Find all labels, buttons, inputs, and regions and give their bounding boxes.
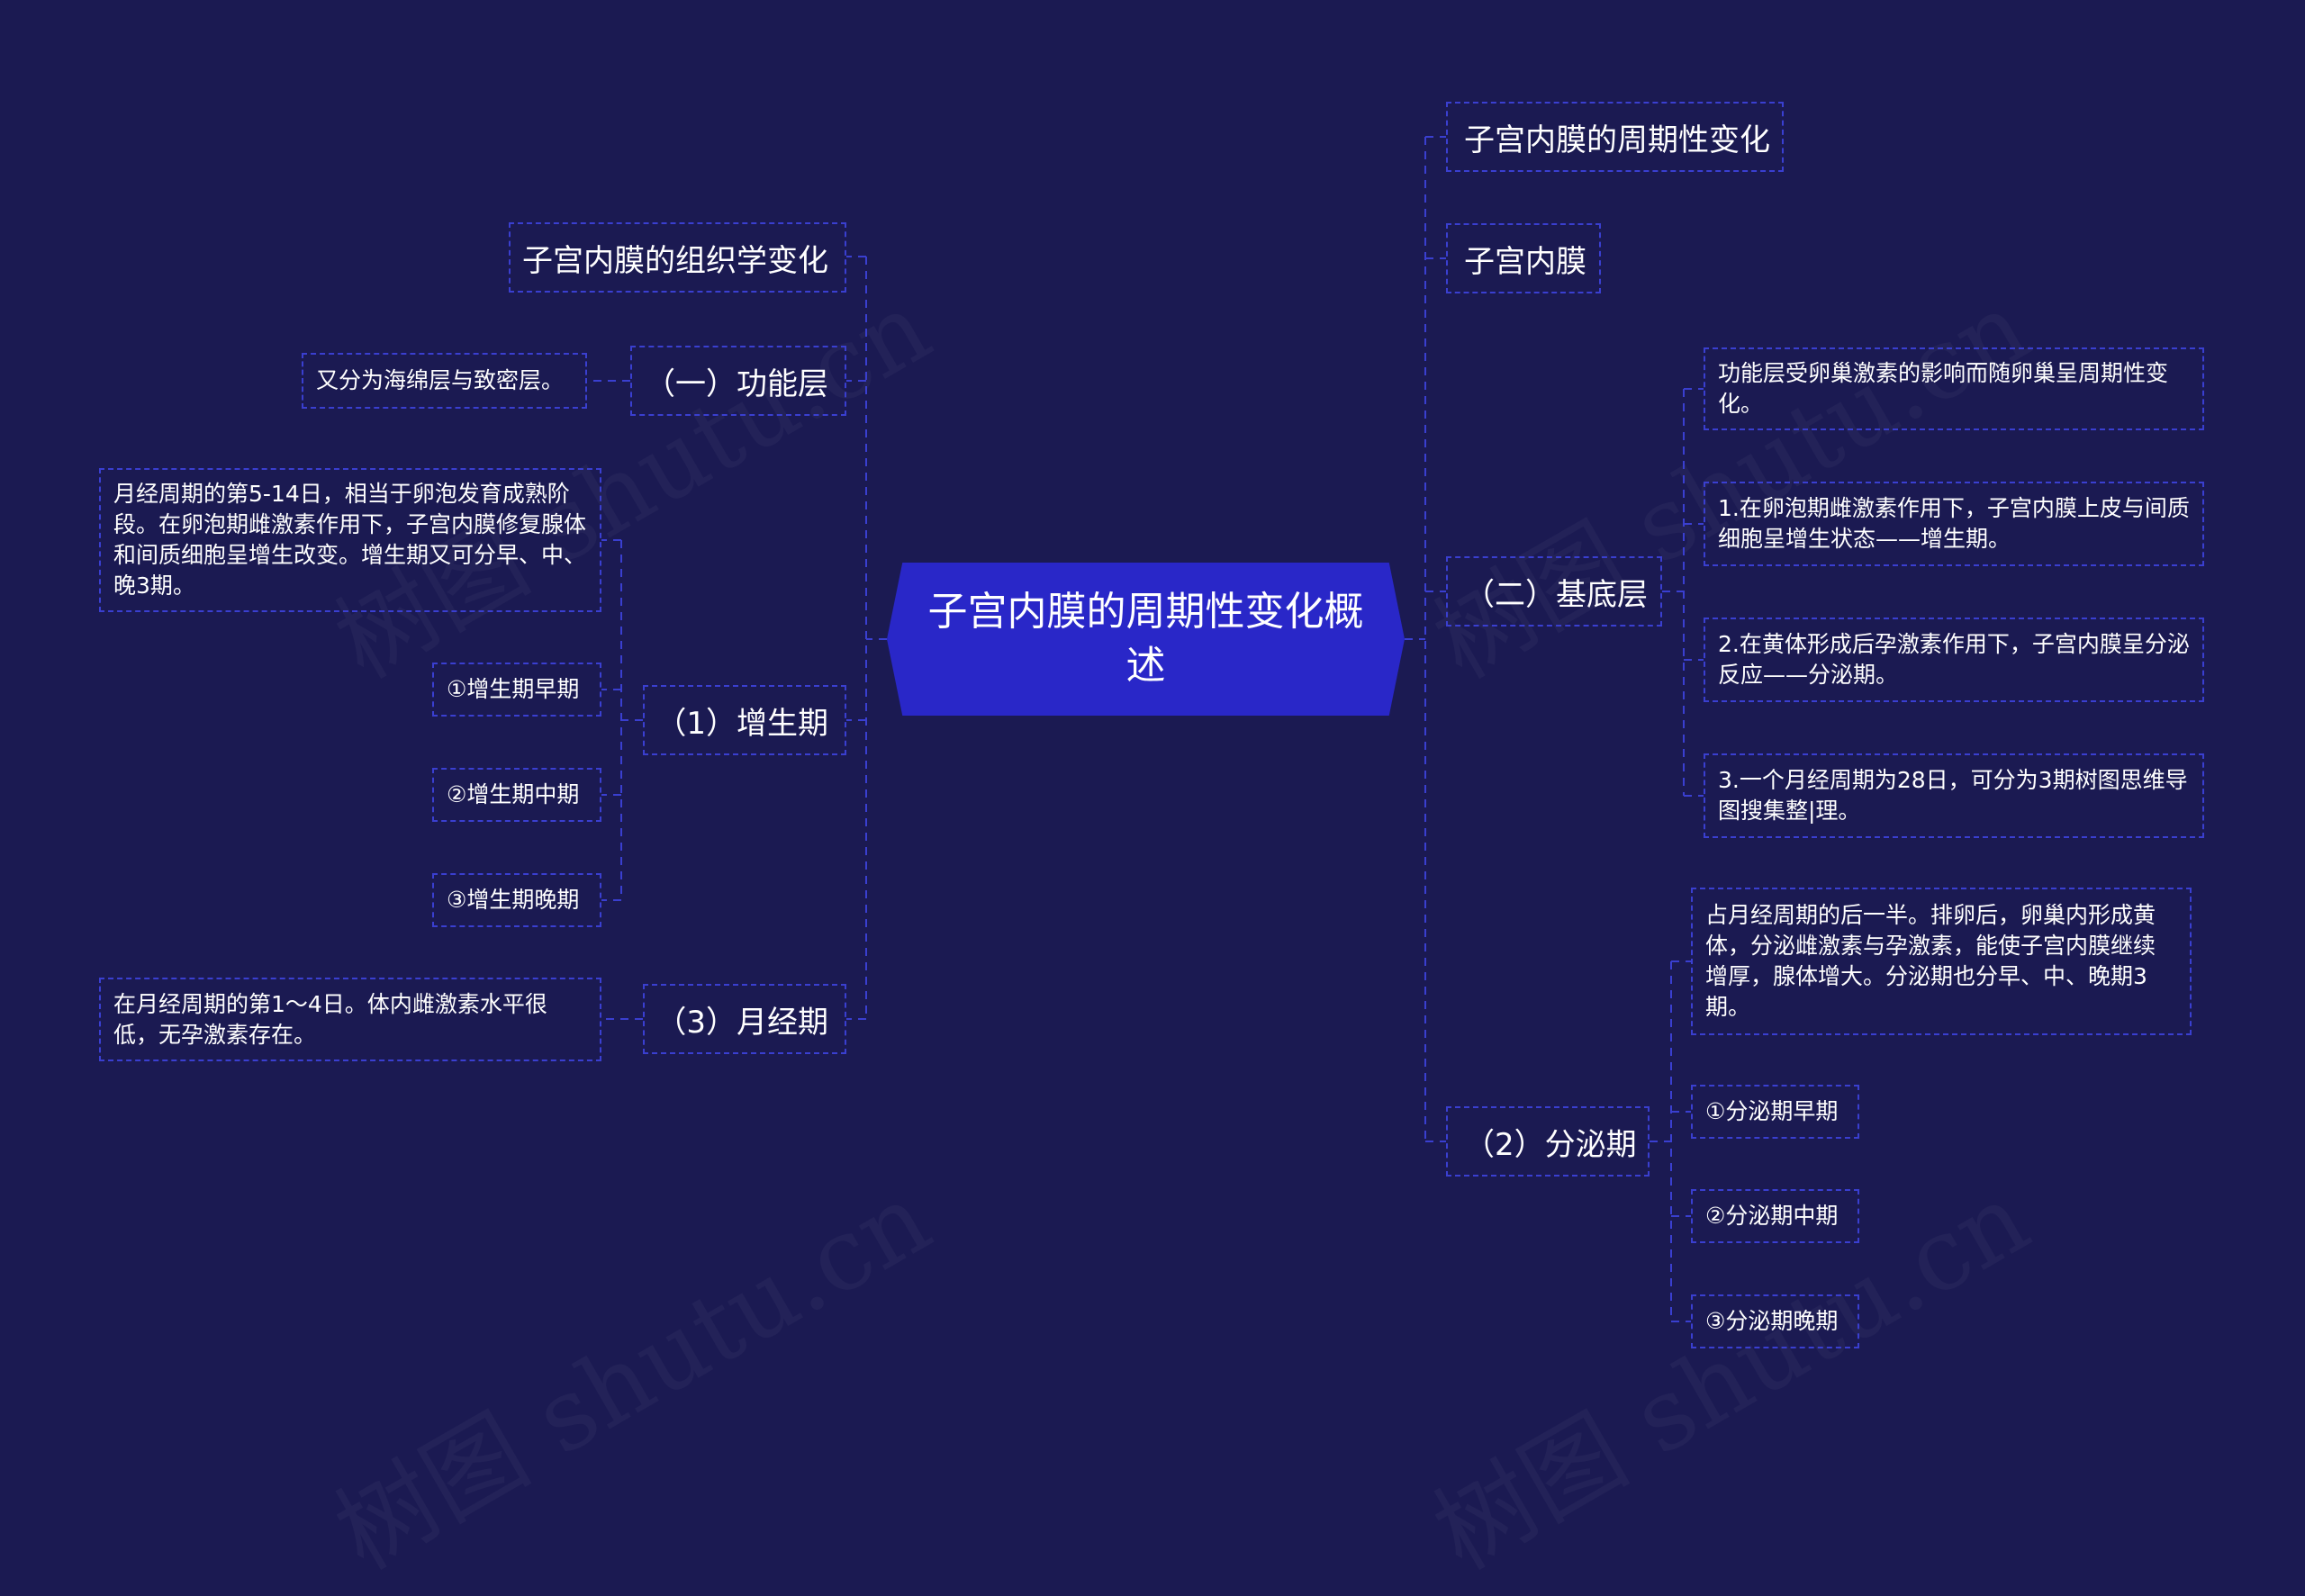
secretory-stage-early[interactable]: ①分泌期早期 [1691,1085,1859,1139]
functional-layer-note[interactable]: 又分为海绵层与致密层。 [302,353,587,409]
proliferative-stage-late[interactable]: ③增生期晚期 [432,873,601,927]
basal-layer-item[interactable]: 1.在卵泡期雌激素作用下，子宫内膜上皮与间质细胞呈增生状态——增生期。 [1704,482,2204,566]
basal-layer-item[interactable]: 2.在黄体形成后孕激素作用下，子宫内膜呈分泌反应——分泌期。 [1704,618,2204,702]
watermark: 树图 shutu.cn [305,1141,951,1596]
topic-endometrium[interactable]: 子宫内膜 [1446,223,1601,293]
topic-menstrual-phase[interactable]: （3）月经期 [643,984,846,1054]
proliferative-description[interactable]: 月经周期的第5-14日，相当于卵泡发育成熟阶段。在卵泡期雌激素作用下，子宫内膜修… [99,468,601,612]
topic-basal-layer[interactable]: （二）基底层 [1446,556,1662,627]
root-topic[interactable]: 子宫内膜的周期性变化概述 [887,563,1405,716]
topic-histology[interactable]: 子宫内膜的组织学变化 [509,222,846,293]
proliferative-stage-early[interactable]: ①增生期早期 [432,663,601,717]
basal-layer-item[interactable]: 功能层受卵巢激素的影响而随卵巢呈周期性变化。 [1704,347,2204,430]
mind-map-canvas: 树图 shutu.cn 树图 shutu.cn 树图 shutu.cn 树图 s… [99,102,2204,1348]
connector-lines [587,136,1704,1322]
secretory-stage-mid[interactable]: ②分泌期中期 [1691,1189,1859,1243]
basal-layer-item[interactable]: 3.一个月经周期为28日，可分为3期树图思维导图搜集整|理。 [1704,753,2204,838]
secretory-stage-late[interactable]: ③分泌期晚期 [1691,1294,1859,1348]
topic-cyclic-change[interactable]: 子宫内膜的周期性变化 [1446,102,1784,172]
secretory-description[interactable]: 占月经周期的后一半。排卵后，卵巢内形成黄体，分泌雌激素与孕激素，能使子宫内膜继续… [1691,888,2192,1035]
topic-proliferative-phase[interactable]: （1）增生期 [643,685,846,755]
menstrual-description[interactable]: 在月经周期的第1～4日。体内雌激素水平很低，无孕激素存在。 [99,978,601,1061]
proliferative-stage-mid[interactable]: ②增生期中期 [432,768,601,822]
topic-functional-layer[interactable]: （一）功能层 [630,346,846,416]
topic-secretory-phase[interactable]: （2）分泌期 [1446,1106,1650,1177]
